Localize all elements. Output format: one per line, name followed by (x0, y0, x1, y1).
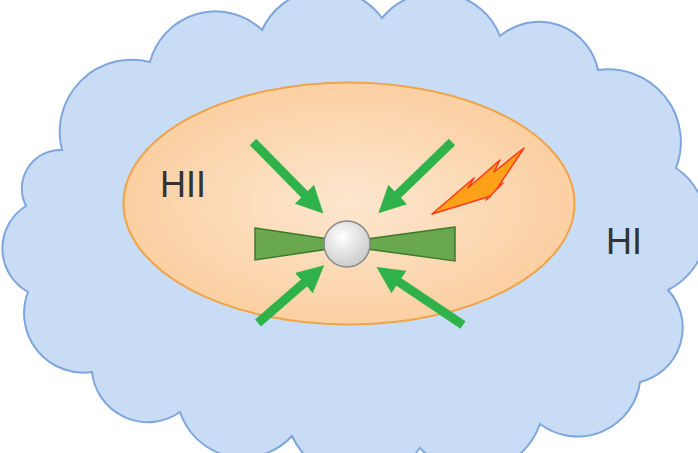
ellipse-fill (124, 83, 575, 325)
ellipse-outline (122, 81, 576, 326)
inflow-arrow (390, 142, 452, 202)
inflow-arrow (390, 276, 463, 325)
central-star (324, 221, 370, 267)
disk-left (255, 228, 335, 260)
inflow-arrow (258, 276, 312, 323)
hii-region: HII (122, 81, 576, 326)
disk-right (360, 227, 455, 261)
inflow-arrow (253, 142, 312, 202)
region-label: HI (606, 224, 642, 260)
region-label: HII (160, 167, 206, 203)
radiation-bolt (432, 148, 524, 214)
